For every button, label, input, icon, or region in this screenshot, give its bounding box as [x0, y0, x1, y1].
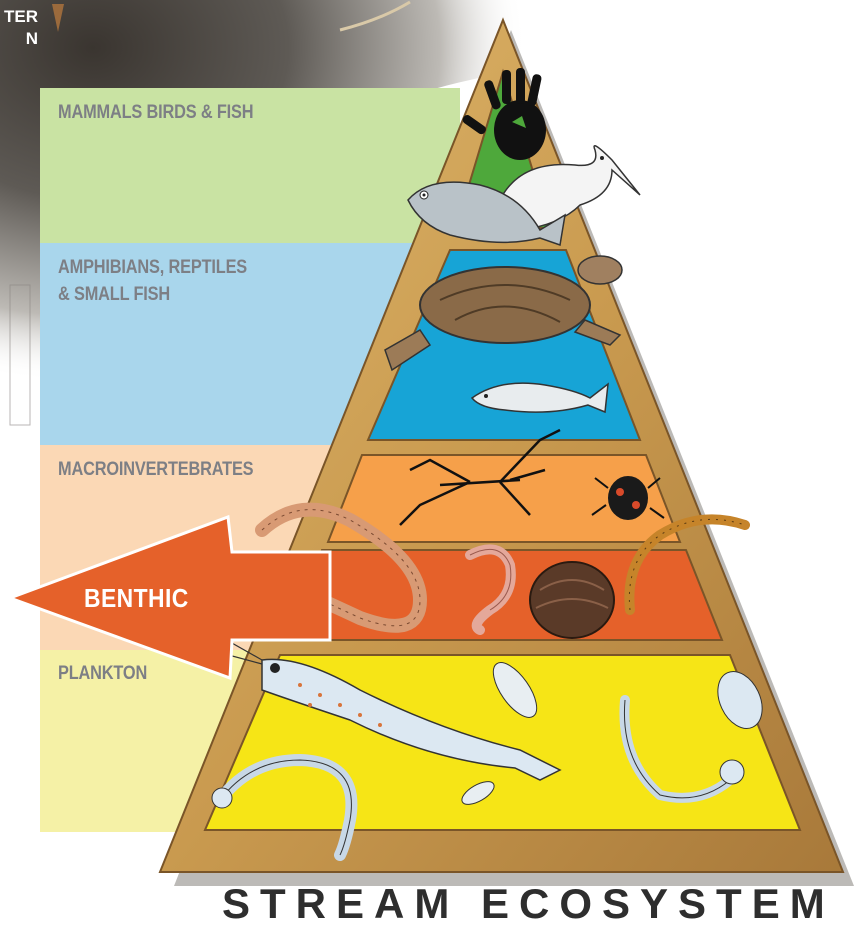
- diagram-title: STREAM ECOSYSTEM: [222, 880, 835, 928]
- benthic-label: BENTHIC: [84, 583, 189, 614]
- clam-icon: [530, 562, 614, 638]
